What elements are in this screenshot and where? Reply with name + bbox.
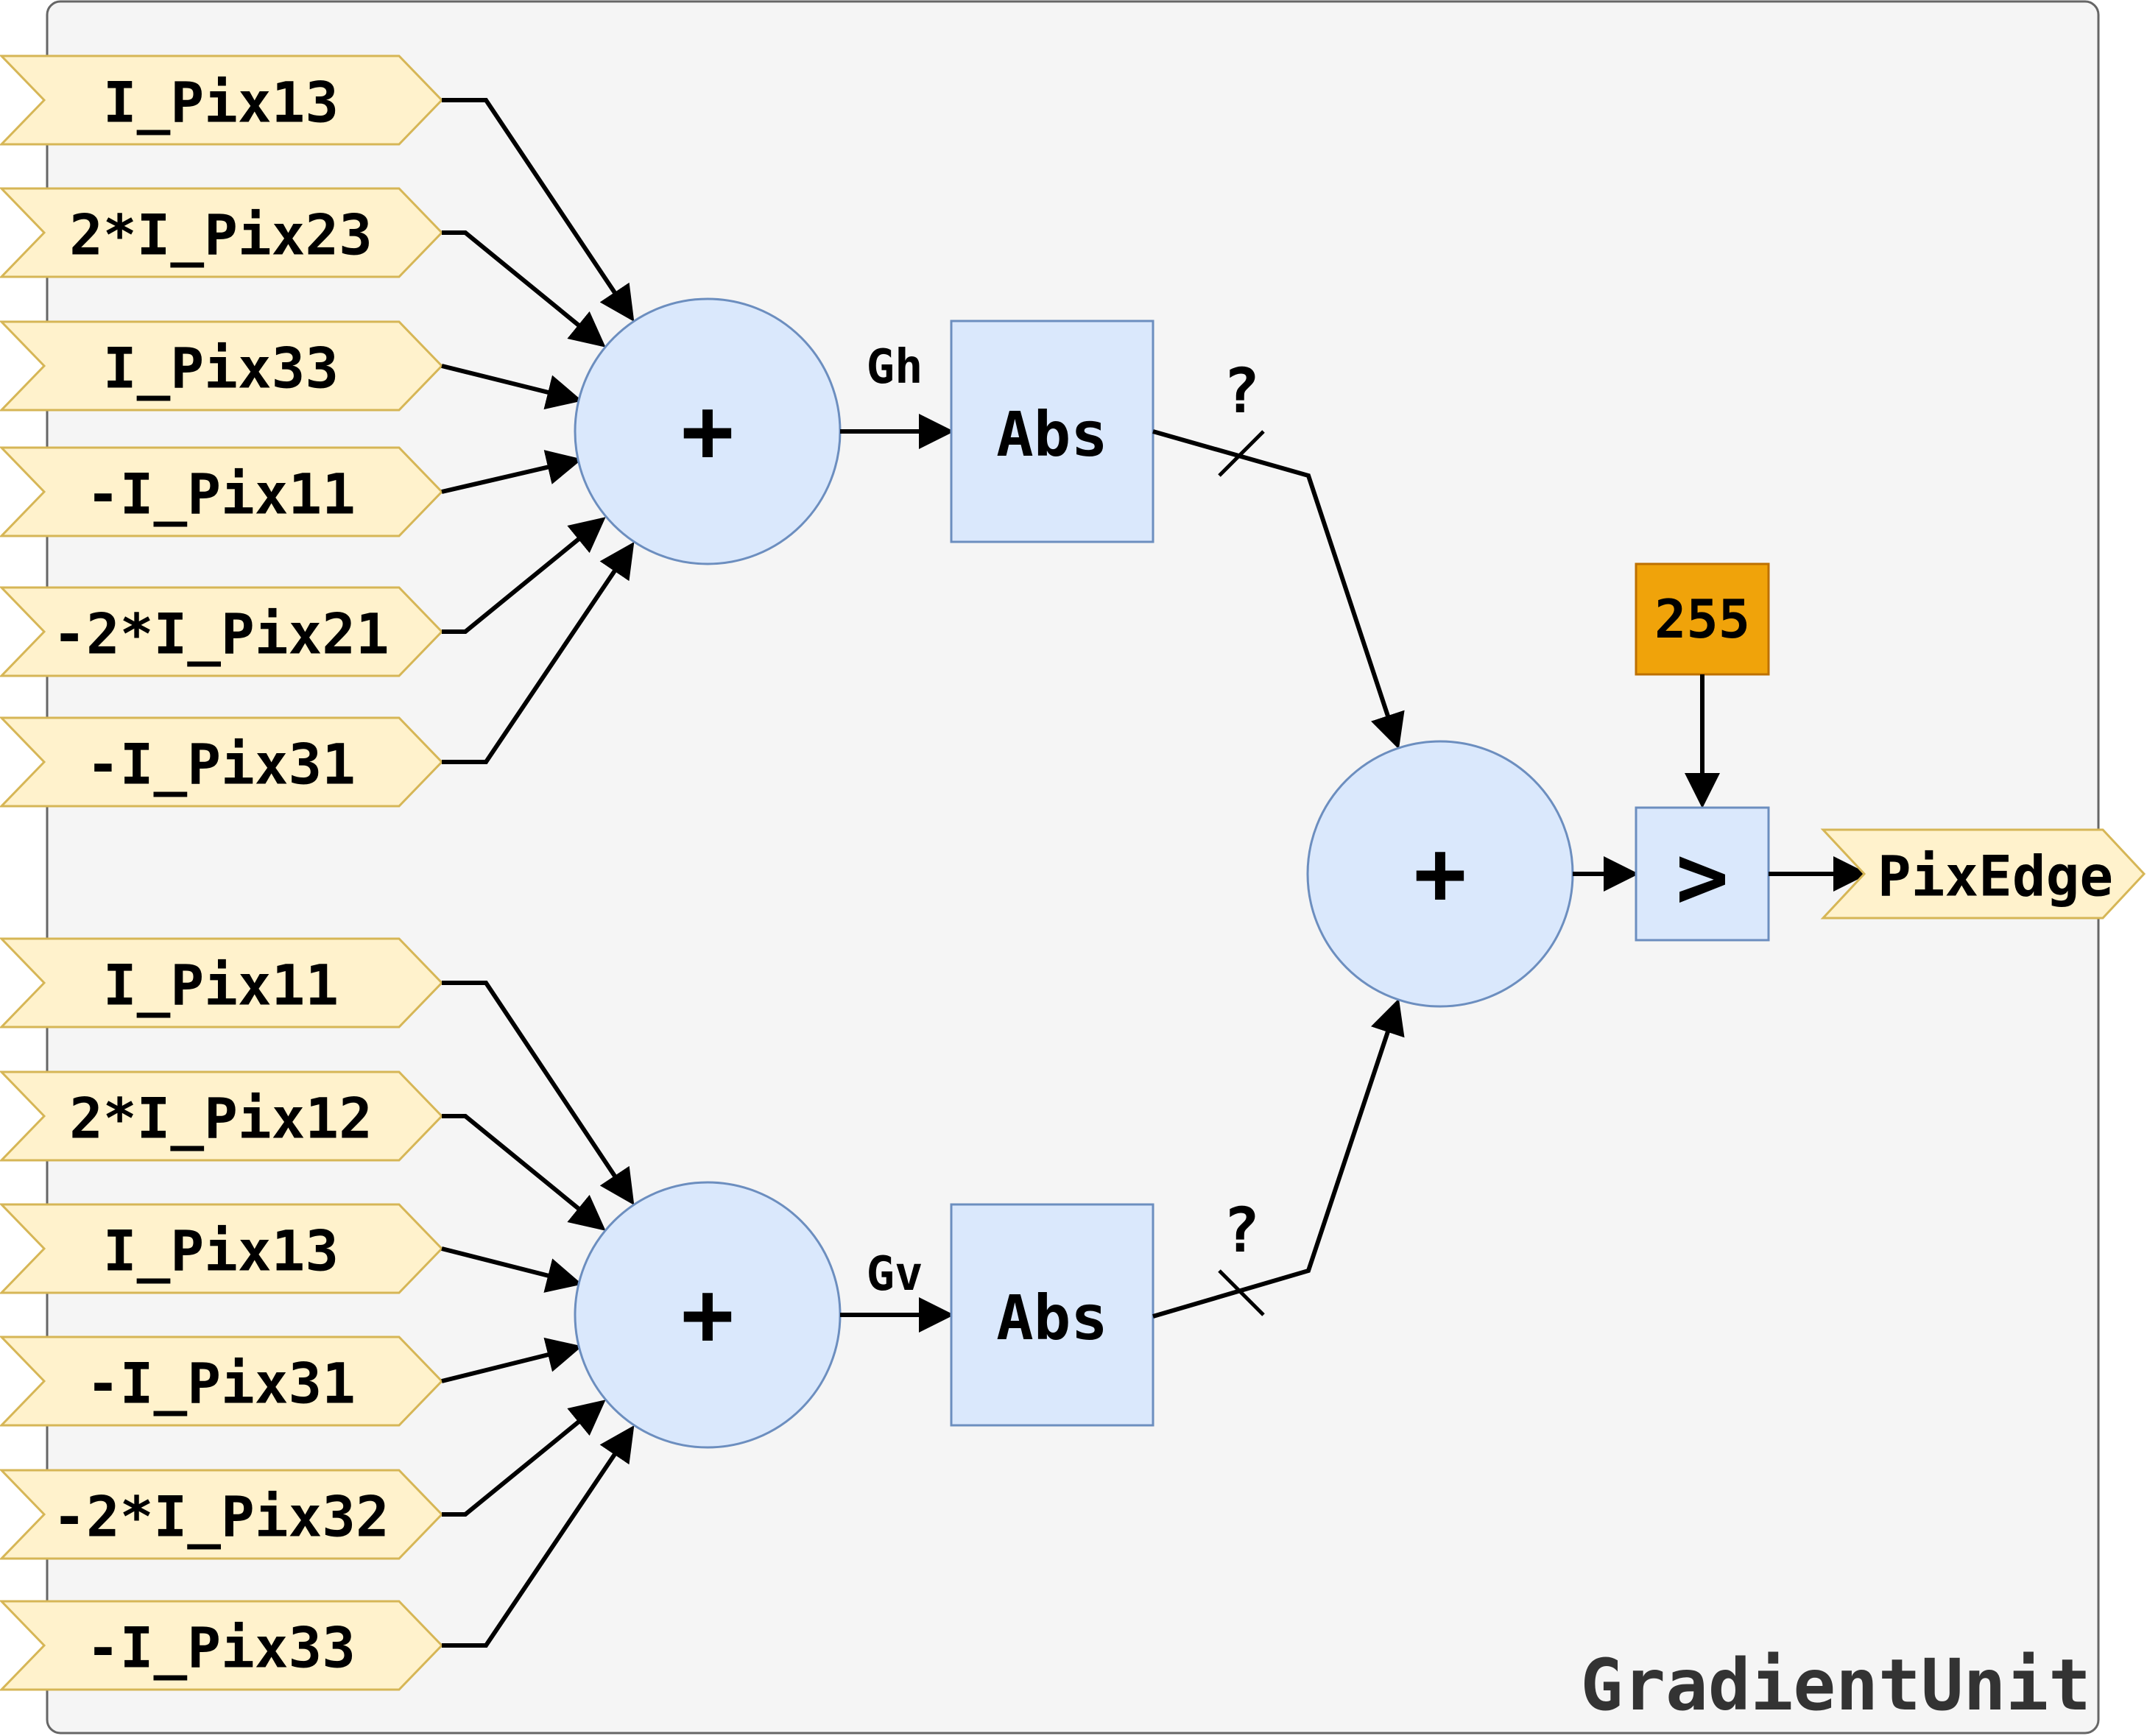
wire-gv-2 (442, 1114, 606, 1231)
gv-adder-symbol: + (681, 1264, 734, 1366)
wire-gh-6 (442, 542, 635, 764)
gh-input-port-label-1: I_Pix13 (103, 70, 339, 135)
width-unknown-gh: ? (1223, 355, 1261, 427)
wire-gv-6 (442, 1425, 635, 1648)
output-label: PixEdge (1878, 844, 2113, 909)
abs-block-gv (950, 1203, 1154, 1427)
gh-input-port-6 (0, 716, 444, 808)
wire-gh-5 (442, 517, 606, 634)
gv-label: Gv (866, 1247, 923, 1302)
gh-input-port-5 (0, 586, 444, 677)
gv-input-port-6 (0, 1600, 444, 1691)
gv-input-port-label-6: -I_Pix33 (86, 1615, 356, 1681)
gh-input-port-1 (0, 54, 444, 146)
unit-label: GradientUnit (1580, 1644, 2091, 1726)
gv-input-port-4 (0, 1335, 444, 1427)
wire-gv-4 (441, 1337, 582, 1383)
wire-gv-5 (442, 1400, 606, 1517)
wire-gv-1 (442, 981, 635, 1205)
wire-absgh-to-sum (1152, 429, 1405, 749)
sum-adder-symbol: + (1414, 823, 1467, 925)
gh-input-port-label-6: -I_Pix31 (86, 732, 356, 797)
gh-adder-symbol: + (681, 381, 734, 483)
wire-absgv-to-sum (1152, 998, 1405, 1319)
gh-input-port-label-5: -2*I_Pix21 (52, 601, 389, 667)
gv-input-port-1 (0, 937, 444, 1028)
gv-input-port-label-3: I_Pix13 (103, 1218, 339, 1284)
wire-gh-1 (442, 98, 635, 322)
gh-input-port-4 (0, 446, 444, 537)
gh-input-port-label-3: I_Pix33 (103, 336, 339, 401)
wire-gh-4 (441, 450, 582, 494)
bus-slash-gv (1218, 1269, 1265, 1316)
gh-input-wires (441, 98, 635, 764)
threshold-value: 255 (1654, 588, 1750, 650)
width-unknown-gv: ? (1223, 1194, 1261, 1266)
gv-input-port-label-5: -2*I_Pix32 (52, 1484, 389, 1550)
abs-label-gv: Abs (996, 1282, 1108, 1354)
output-port (1820, 828, 2146, 920)
wire-gv-3 (441, 1246, 582, 1293)
gv-input-port-2 (0, 1070, 444, 1162)
abs-block-gh (950, 320, 1154, 543)
gv-input-port-3 (0, 1203, 444, 1294)
gv-input-port-label-4: -I_Pix31 (86, 1351, 356, 1416)
bus-slash-gh (1218, 430, 1265, 477)
wire-gh-2 (442, 230, 606, 347)
gh-input-port-2 (0, 187, 444, 278)
gv-input-port-label-1: I_Pix11 (103, 953, 339, 1018)
gh-input-port-3 (0, 320, 444, 412)
compare-symbol: > (1676, 827, 1729, 929)
abs-label-gh: Abs (996, 398, 1108, 470)
gh-input-port-label-4: -I_Pix11 (86, 462, 356, 527)
compare-block (1635, 806, 1770, 942)
gh-label: Gh (866, 340, 923, 395)
gh-input-port-label-2: 2*I_Pix23 (69, 202, 373, 268)
gv-input-port-5 (0, 1469, 444, 1560)
wire-gh-3 (441, 364, 582, 410)
gv-input-port-label-2: 2*I_Pix12 (69, 1086, 373, 1151)
gv-input-wires (441, 981, 635, 1648)
